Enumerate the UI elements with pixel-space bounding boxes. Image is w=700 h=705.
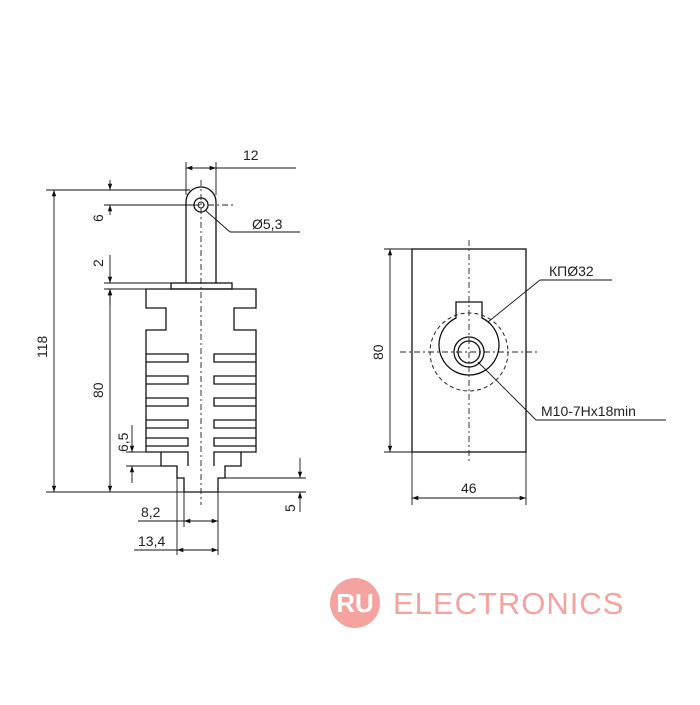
dim-tab-height: 6 — [90, 180, 194, 222]
logo-badge-text: RU — [336, 588, 374, 618]
dim-side-height: 80 — [370, 248, 412, 453]
mounting-plate — [170, 282, 233, 290]
right-fin-slots — [213, 353, 256, 466]
dim-total-height: 118 — [34, 189, 184, 493]
label-base-width-small: 8,2 — [141, 504, 161, 520]
label-side-width: 46 — [461, 480, 477, 496]
mounting-tab — [185, 186, 217, 283]
label-base-height: 5 — [282, 504, 298, 512]
dim-base-width-small: 8,2 — [138, 492, 219, 555]
left-fin-slots — [146, 353, 189, 466]
dim-plate-thickness: 2 — [90, 255, 171, 305]
label-tab-height: 6 — [90, 214, 106, 222]
keyhole-cutout — [438, 301, 500, 376]
dim-side-width: 46 — [411, 452, 527, 505]
label-circle-dia: КПØ32 — [549, 263, 594, 279]
label-fin-pitch: 6,5 — [115, 432, 131, 452]
logo-badge — [330, 578, 380, 628]
heatsink-front-view — [145, 180, 257, 505]
heatsink-side-view — [400, 240, 540, 462]
dim-body-height: 80 — [90, 289, 113, 492]
label-side-height: 80 — [370, 344, 386, 360]
label-base-width-large: 13,4 — [138, 533, 165, 549]
dim-circle-dia: КПØ32 — [487, 263, 612, 323]
side-body — [411, 248, 527, 453]
ru-electronics-logo: RU ELECTRONICS — [330, 578, 624, 628]
dim-hole-dia: Ø5,3 — [204, 209, 300, 233]
thread-hole-inner — [457, 340, 481, 364]
dim-top-width: 12 — [185, 147, 296, 195]
dim-base-height: 5 — [218, 458, 306, 512]
bolt-circle — [429, 312, 509, 392]
label-plate-thickness: 2 — [90, 259, 106, 267]
label-thread: M10-7Hx18min — [541, 403, 636, 419]
logo-text: ELECTRONICS — [393, 586, 624, 621]
label-body-height: 80 — [90, 382, 106, 398]
dim-base-width-large: 13,4 — [134, 466, 218, 555]
label-top-width: 12 — [243, 147, 259, 163]
thread-hole-outer — [453, 336, 485, 368]
label-total-height: 118 — [34, 335, 50, 358]
dim-fin-pitch: 6,5 — [115, 425, 177, 483]
dim-thread: M10-7Hx18min — [477, 361, 666, 421]
label-hole-dia: Ø5,3 — [252, 216, 283, 232]
